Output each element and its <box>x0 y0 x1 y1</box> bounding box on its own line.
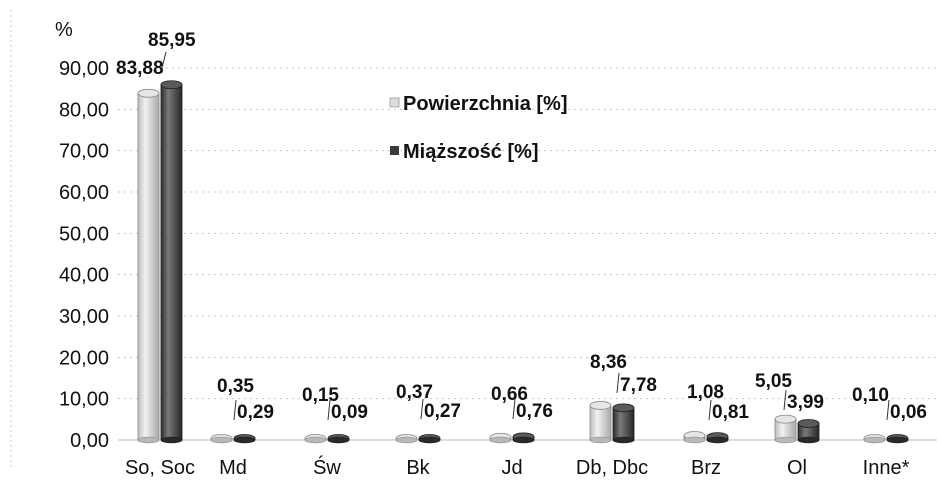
bar-powierzchnia <box>489 432 512 444</box>
bar-powierzchnia <box>395 434 418 444</box>
category-labels: So, Soc Md Św Bk Jd Db, Dbc Brz Ol Inne* <box>125 455 910 479</box>
bar-powierzchnia <box>683 431 706 444</box>
leader-line <box>161 51 167 69</box>
bar-miazszosc <box>706 432 729 444</box>
y-tick-label: 50,00 <box>59 223 109 245</box>
bar-powierzchnia <box>210 434 233 444</box>
leader-line <box>708 399 712 421</box>
legend-label-powierzchnia: Powierzchnia [%] <box>403 93 567 115</box>
data-label-miazszosc: 0,06 <box>890 402 927 423</box>
bar-powierzchnia <box>774 414 797 444</box>
bar-miazszosc <box>612 403 635 444</box>
y-tick-label: 40,00 <box>59 265 109 287</box>
data-label-powierzchnia: 0,35 <box>217 376 254 397</box>
y-tick-label: 0,00 <box>70 430 109 452</box>
y-axis: 0,00 10,00 20,00 30,00 40,00 50,00 60,00 70,00 8… <box>10 10 937 470</box>
data-label-powierzchnia: 83,88 <box>116 58 164 79</box>
data-label-powierzchnia: 8,36 <box>590 352 627 373</box>
bar-powierzchnia <box>137 88 160 444</box>
gridlines <box>118 67 937 400</box>
bar-miazszosc <box>797 419 820 444</box>
bar-powierzchnia <box>304 434 327 444</box>
data-label-miazszosc: 0,29 <box>237 402 274 423</box>
data-label-miazszosc: 0,76 <box>516 401 553 422</box>
bar-miazszosc <box>327 434 350 444</box>
category-label: Jd <box>501 457 522 479</box>
bar-powierzchnia <box>589 401 612 444</box>
data-label-powierzchnia: 5,05 <box>755 371 792 392</box>
legend-swatch-powierzchnia <box>389 97 400 108</box>
legend-label-miazszosc: Miąższość [%] <box>403 141 539 163</box>
data-label-powierzchnia: 0,10 <box>852 385 889 406</box>
category-label: Inne* <box>863 457 910 479</box>
category-label: Św <box>313 455 341 479</box>
leader-line <box>616 372 620 394</box>
data-label-miazszosc: 0,27 <box>424 401 461 422</box>
category-label: Ol <box>787 457 807 479</box>
category-label: So, Soc <box>125 457 195 479</box>
category-label: Bk <box>406 457 430 479</box>
bars <box>137 80 909 444</box>
data-label-powierzchnia: 1,08 <box>687 382 724 403</box>
category-label: Md <box>219 457 247 479</box>
bar-miazszosc <box>886 434 909 444</box>
leader-line <box>783 389 787 411</box>
y-axis-unit-label: % <box>55 19 73 41</box>
y-tick-label: 80,00 <box>59 99 109 121</box>
y-tick-label: 90,00 <box>59 58 109 80</box>
data-label-miazszosc: 85,95 <box>148 30 196 51</box>
bar-powierzchnia <box>863 434 886 444</box>
category-label: Db, Dbc <box>576 457 648 479</box>
leader-line <box>886 399 890 421</box>
y-tick-label: 30,00 <box>59 306 109 328</box>
y-tick-label: 70,00 <box>59 141 109 163</box>
legend-swatch-miazszosc <box>390 146 399 155</box>
data-label-powierzchnia: 0,37 <box>396 382 433 403</box>
leader-line <box>512 398 516 420</box>
leader-line <box>327 399 331 421</box>
bar-miazszosc <box>160 80 183 444</box>
y-tick-label: 10,00 <box>59 389 109 411</box>
bar-miazszosc <box>418 434 441 444</box>
y-tick-label: 60,00 <box>59 182 109 204</box>
data-label-miazszosc: 0,09 <box>331 402 368 423</box>
data-labels: 83,8885,950,350,290,150,090,370,270,660,… <box>116 30 927 423</box>
legend: Powierzchnia [%] Miąższość [%] <box>389 93 567 163</box>
y-tick-label: 20,00 <box>59 347 109 369</box>
bar-miazszosc <box>512 432 535 444</box>
bar-miazszosc <box>233 434 256 444</box>
data-label-miazszosc: 3,99 <box>787 392 824 413</box>
data-label-powierzchnia: 0,66 <box>491 384 528 405</box>
data-label-miazszosc: 0,81 <box>712 402 749 423</box>
leader-line <box>420 398 424 420</box>
category-label: Brz <box>691 457 721 479</box>
data-label-miazszosc: 7,78 <box>620 375 657 396</box>
leader-line <box>233 399 237 421</box>
